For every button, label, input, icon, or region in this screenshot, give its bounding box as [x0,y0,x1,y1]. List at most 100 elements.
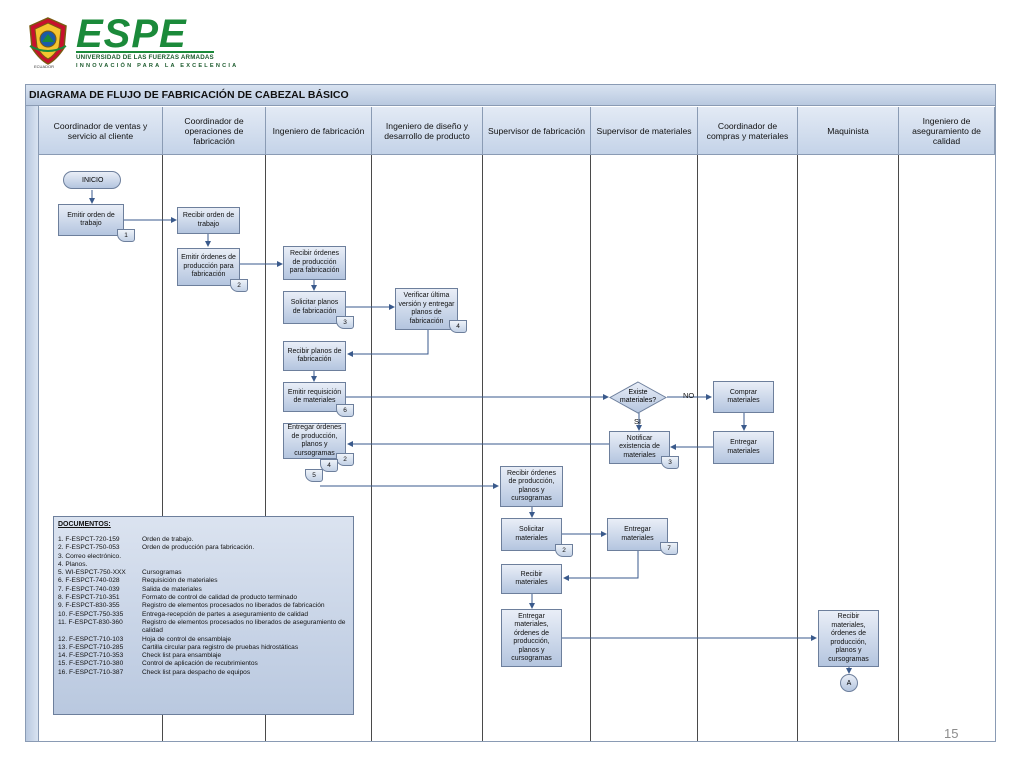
document-code: 2. F-ESPCT-750-053 [58,544,120,552]
step-entregar-ordenes: Entregar órdenes de producción, planos y… [283,423,346,459]
document-code: 9. F-ESPCT-830-355 [58,602,120,610]
lane-header-ventas: Coordinador de ventas y servicio al clie… [39,107,163,155]
document-item: 12. F-ESPCT-710-103 Hoja de control de en… [58,636,349,644]
document-description: Salida de materiales [142,585,202,593]
step-entregar-materiales-ordenes: Entregar materiales, órdenes de producci… [501,609,562,667]
lane-header-compras: Coordinador de compras y materiales [698,107,798,155]
lane-divider [797,155,798,741]
document-item: 2. F-ESPCT-750-053 Orden de producción pa… [58,544,349,552]
document-description [142,553,349,561]
connector-a: A [840,674,858,692]
logo-divider [76,51,214,53]
lane-divider [898,155,899,741]
seal-caption: ECUADOR [34,64,55,69]
document-code: 15. F-ESPCT-710-380 [58,660,124,668]
doc-ref-3b: 3 [661,456,679,469]
document-code: 16. F-ESPCT-710-387 [58,668,124,676]
document-code: 11. F-ESPCT-830-360 [58,618,123,626]
lane-header-ing-diseno: Ingeniero de diseño y desarrollo de prod… [372,107,483,155]
doc-ref-3: 3 [336,316,354,329]
doc-ref-5: 5 [305,469,323,482]
document-description: Hoja de control de ensamblaje [142,635,232,643]
university-motto: INNOVACIÓN PARA LA EXCELENCIA [76,63,239,69]
step-solicitar-planos: Solicitar planos de fabricación [283,291,346,324]
document-code: 10. F-ESPCT-750-335 [58,610,124,618]
document-item: 4. Planos. [58,561,349,569]
start-terminal: INICIO [63,171,121,189]
step-emitir-requisicion: Emitir requisición de materiales [283,382,346,412]
document-description: Check list para despacho de equipos [142,668,251,676]
document-item: 16. F-ESPCT-710-387 Check list para despa… [58,669,349,677]
document-description: Registro de elementos procesados no libe… [142,602,325,610]
decision-label: Existe materiales? [619,389,657,404]
lane-header-calidad: Ingeniero de aseguramiento de calidad [899,107,995,155]
document-item: 9. F-ESPCT-830-355 Registro de elementos … [58,602,349,610]
step-recibir-materiales: Recibir materiales [501,564,562,594]
document-code: 5. WI-ESPCT-750-XXX [58,569,126,577]
lane-divider [590,155,591,741]
lane-label-strip [26,106,39,741]
document-description: Cursogramas [142,569,182,577]
doc-ref-1: 1 [117,229,135,242]
decision-yes-label: SI [634,417,642,426]
step-emitir-orden: Emitir orden de trabajo [58,204,124,236]
step-entregar-materiales-supervisor: Entregar materiales [607,518,668,551]
step-recibir-ordenes-produccion: Recibir órdenes de producción para fabri… [283,246,346,280]
document-code: 13. F-ESPCT-710-285 [58,643,124,651]
document-description [142,561,349,569]
document-item: 6. F-ESPCT-740-028 Requisición de materia… [58,577,349,585]
document-item: 10. F-ESPCT-750-335 Entrega-recepción de … [58,611,349,619]
document-item: 5. WI-ESPCT-750-XXX Cursogramas [58,569,349,577]
page-number: 15 [944,726,959,741]
step-solicitar-materiales: Solicitar materiales [501,518,562,551]
document-description: Check list para ensamblaje [142,652,222,660]
lane-divider [162,155,163,741]
lane-divider [371,155,372,741]
document-code: 3. Correo electrónico. [58,552,122,560]
document-code: 12. F-ESPCT-710-103 [58,635,124,643]
document-description: Entrega-recepción de partes a aseguramie… [142,610,309,618]
document-description: Orden de producción para fabricación. [142,544,255,552]
university-name: UNIVERSIDAD DE LAS FUERZAS ARMADAS [76,54,214,61]
step-notificar-existencia: Notificar existencia de materiales [609,431,670,464]
doc-ref-2: 2 [230,279,248,292]
document-item: 14. F-ESPCT-710-353 Check list para ensam… [58,652,349,660]
document-description: Cartilla circular para registro de prueb… [142,643,299,651]
document-code: 6. F-ESPCT-740-028 [58,577,120,585]
university-seal-icon [29,17,67,65]
lane-divider [265,155,266,741]
diagram-title: DIAGRAMA DE FLUJO DE FABRICACIÓN DE CABE… [26,85,995,106]
document-item: 15. F-ESPCT-710-380 Control de aplicación… [58,660,349,668]
document-description: Control de aplicación de recubrimientos [142,660,258,668]
step-verificar-version: Verificar última versión y entregar plan… [395,288,458,330]
doc-ref-4b: 4 [320,459,338,472]
lane-header-maquinista: Maquinista [798,107,899,155]
step-recibir-orden: Recibir orden de trabajo [177,207,240,234]
doc-ref-2b: 2 [336,453,354,466]
lane-divider [482,155,483,741]
document-code: 1. F-ESPCT-720-159 [58,536,120,543]
decision-no-label: NO [683,391,695,400]
doc-ref-2c: 2 [555,544,573,557]
document-item: 13. F-ESPCT-710-285 Cartilla circular par… [58,644,349,652]
doc-ref-6: 6 [336,404,354,417]
lane-header-sup-materiales: Supervisor de materiales [591,107,698,155]
step-recibir-ordenes-supervisor: Recibir órdenes de producción, planos y … [500,466,563,507]
lane-divider [697,155,698,741]
documents-title: DOCUMENTOS: [58,521,111,528]
lane-header-ing-fabricacion: Ingeniero de fabricación [266,107,372,155]
decision-existe-materiales [609,381,667,414]
step-entregar-materiales-compras: Entregar materiales [713,431,774,464]
document-code: 14. F-ESPCT-710-353 [58,652,124,660]
document-code: 8. F-ESPCT-710-351 [58,594,120,602]
document-item: 3. Correo electrónico. [58,553,349,561]
lane-header-operaciones: Coordinador de operaciones de fabricació… [163,107,266,155]
document-description: Requisición de materiales [142,577,218,585]
document-code: 4. Planos. [58,560,88,568]
doc-ref-4: 4 [449,320,467,333]
